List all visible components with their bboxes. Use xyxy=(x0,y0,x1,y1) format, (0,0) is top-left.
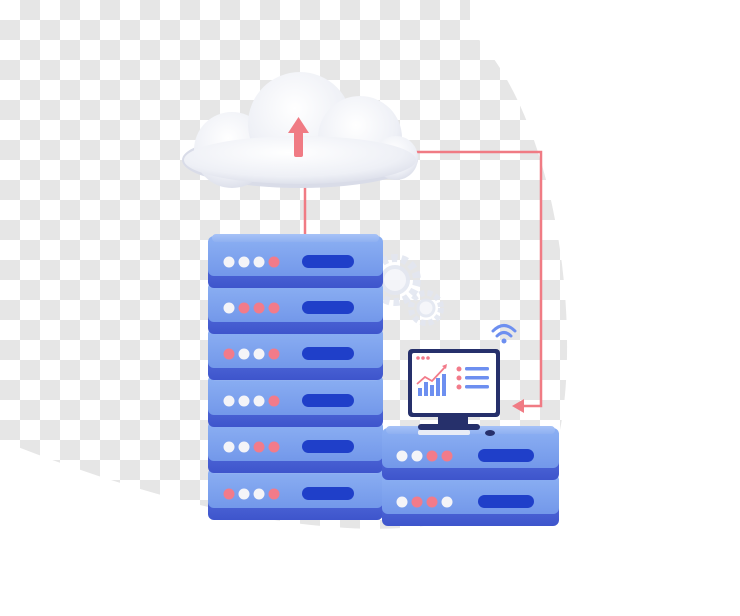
server-unit xyxy=(208,419,383,473)
mouse-icon xyxy=(485,430,495,436)
server-unit xyxy=(382,472,559,526)
gear-icon xyxy=(408,290,444,326)
connector-arrow-icon xyxy=(512,399,524,413)
wifi-icon xyxy=(491,324,517,344)
upload-arrow-icon xyxy=(288,117,309,157)
server-stack-small xyxy=(382,426,559,526)
server-stack-tall xyxy=(208,234,383,520)
monitor-icon xyxy=(408,349,500,430)
connector-lines xyxy=(303,150,543,408)
server-unit xyxy=(382,426,559,480)
keyboard-icon xyxy=(418,430,470,435)
server-unit xyxy=(208,466,383,520)
server-unit xyxy=(208,373,383,427)
server-unit xyxy=(208,234,383,288)
server-unit xyxy=(208,326,383,380)
bar-chart-icon xyxy=(416,364,447,396)
gear-icon xyxy=(369,254,421,306)
server-unit xyxy=(208,280,383,334)
